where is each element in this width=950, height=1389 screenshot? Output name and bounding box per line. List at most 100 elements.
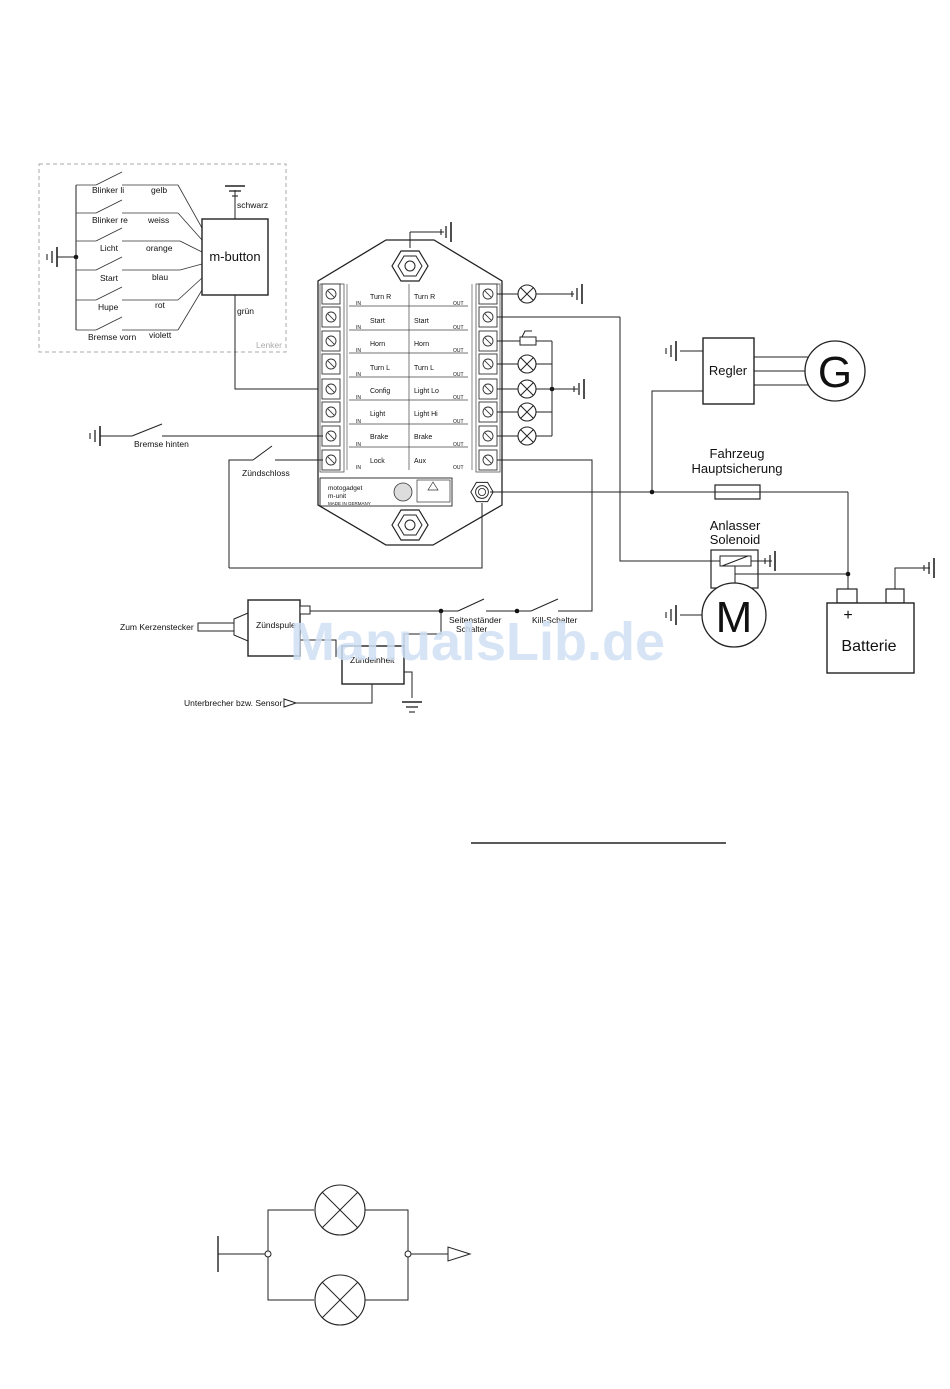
svg-text:IN: IN [356, 348, 361, 354]
svg-text:OUT: OUT [453, 372, 464, 378]
sensor-label: Unterbrecher bzw. Sensor [184, 698, 282, 708]
ignition-coil-label: Zündspule [256, 620, 296, 630]
spark-plug-label: Zum Kerzenstecker [120, 622, 194, 632]
spark-plug-cap-icon [197, 622, 235, 632]
regulator-label: Regler [709, 363, 748, 378]
ignition-lock-label: Zündschloss [242, 468, 290, 478]
side-stand-label-1: Seitenständer [449, 615, 502, 625]
m-button-module: m-button schwarz grün [201, 185, 269, 316]
m-button-wire-gruen: grün [237, 306, 254, 316]
output-arrow-icon [447, 1246, 472, 1262]
svg-text:IN: IN [356, 372, 361, 378]
svg-text:IN: IN [356, 301, 361, 307]
ignition-ground-icon [401, 701, 423, 713]
svg-text:OUT: OUT [453, 465, 464, 471]
m-button-label: m-button [209, 249, 260, 264]
m-unit-led-grille-icon [393, 482, 413, 502]
rear-brake-ground-icon [89, 425, 101, 447]
horn-icon [519, 336, 537, 346]
rear-brake-switch: Bremse hinten [89, 423, 323, 449]
input-label-start: Start [370, 318, 385, 325]
kill-switch-label: Kill-Schalter [532, 615, 578, 625]
lenker-group: Lenker Blinker li Blinker re [38, 163, 287, 353]
main-fuse: Fahrzeug Hauptsicherung [691, 446, 783, 500]
svg-text:IN: IN [356, 395, 361, 401]
watermark-text: ManualsLib.de [290, 612, 665, 672]
svg-text:OUT: OUT [453, 395, 464, 401]
input-label-horn: Horn [370, 341, 385, 348]
regulator-ground-icon [665, 340, 677, 362]
m-button-wire-schwarz: schwarz [237, 200, 268, 210]
regulator: Regler [665, 337, 808, 405]
m-unit-brand: motogadget [328, 485, 363, 492]
starter-ground-icon [665, 604, 677, 626]
input-label-turn-r: Turn R [370, 294, 391, 301]
svg-text:OUT: OUT [453, 325, 464, 331]
solenoid-subtitle: Solenoid [710, 532, 761, 547]
generator-label: G [818, 348, 852, 397]
svg-text:OUT: OUT [453, 442, 464, 448]
switch-label-bremse-vorn: Bremse vorn [88, 332, 136, 342]
input-label-brake: Brake [370, 434, 388, 441]
m-unit-model: m-unit [328, 493, 346, 500]
svg-text:OUT: OUT [453, 419, 464, 425]
lenker-switch-lines [76, 171, 203, 331]
wire-color-rot: rot [155, 300, 166, 310]
parallel-lamps-diagram [217, 1184, 472, 1326]
svg-text:IN: IN [356, 325, 361, 331]
power-wiring [490, 317, 851, 612]
m-unit-input-labels: Turn R Start Horn Turn L Config Light Br… [370, 294, 391, 465]
wire-color-gelb: gelb [151, 185, 167, 195]
starter-motor-label: M [716, 593, 753, 642]
rear-brake-label: Bremse hinten [134, 439, 189, 449]
ignition-circuit: Zum Kerzenstecker Zündspule Seitenstände… [120, 598, 578, 713]
battery: + Batterie [826, 557, 935, 674]
switch-label-hupe: Hupe [98, 302, 119, 312]
starter-solenoid: Anlasser Solenoid [710, 518, 761, 589]
output-label-brake: Brake [414, 434, 432, 441]
ignition-lock-switch: Zündschloss [228, 445, 323, 568]
generator: G [804, 340, 866, 402]
switch-label-blinker-re: Blinker re [92, 215, 128, 225]
battery-label: Batterie [841, 638, 896, 655]
starter-motor: M [665, 582, 767, 648]
output-label-light-hi: Light Hi [414, 411, 438, 418]
lamp-light-hi-icon [517, 402, 537, 422]
input-label-light: Light [370, 411, 385, 418]
m-unit: Turn R Start Horn Turn L Config Light Br… [317, 221, 503, 546]
svg-text:OUT: OUT [453, 348, 464, 354]
lenker-title: Lenker [256, 340, 282, 350]
svg-text:IN: IN [356, 419, 361, 425]
ignition-unit-label: Zündeinheit [350, 655, 395, 665]
svg-text:IN: IN [356, 465, 361, 471]
output-label-start: Start [414, 318, 429, 325]
ignition-coil [247, 599, 301, 657]
side-stand-label-2: Schalter [456, 624, 487, 634]
switch-label-blinker-li: Blinker li [92, 185, 124, 195]
m-unit-in-out-tags: IN IN IN IN IN IN IN IN OUT OUT OUT OUT … [356, 301, 464, 471]
input-label-config: Config [370, 388, 390, 395]
output-label-turn-l: Turn L [414, 365, 434, 372]
output-label-horn: Horn [414, 341, 429, 348]
switch-label-start: Start [100, 273, 119, 283]
lamp-brake-icon [517, 426, 537, 446]
warning-triangle-icon [427, 481, 439, 491]
wire-color-orange: orange [146, 243, 173, 253]
wire-color-violett: violett [149, 330, 172, 340]
ignition-unit [341, 645, 405, 685]
solenoid-title: Anlasser [710, 518, 761, 533]
lenker-ground-icon [46, 246, 58, 268]
sensor-arrow-icon [283, 698, 298, 708]
m-unit-output-labels: Turn R Start Horn Turn L Light Lo Light … [414, 294, 439, 465]
output-wiring [497, 283, 620, 446]
lamp-turn-r-icon [517, 284, 537, 304]
output-label-turn-r: Turn R [414, 294, 435, 301]
svg-text:IN: IN [356, 442, 361, 448]
m-unit-made: MADE IN GERMANY [328, 501, 371, 506]
wire-color-blau: blau [152, 272, 168, 282]
output-label-light-lo: Light Lo [414, 388, 439, 395]
input-label-turn-l: Turn L [370, 365, 390, 372]
wire-color-weiss: weiss [147, 215, 169, 225]
fuse-subtitle: Hauptsicherung [691, 461, 782, 476]
